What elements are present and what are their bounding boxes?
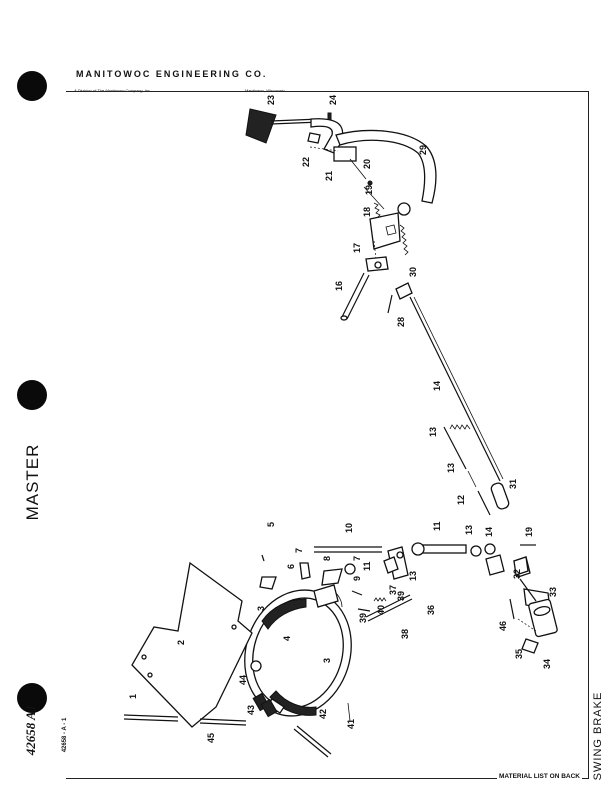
callout-42: 42: [318, 709, 328, 719]
brake-band: [244, 584, 352, 717]
callout-22: 18: [362, 207, 372, 217]
callout-3-right: 3: [322, 658, 332, 663]
callout-28-lower: 28: [396, 317, 406, 327]
callout-15: 12: [456, 495, 466, 505]
callout-21: 17: [352, 243, 362, 253]
mounting-plate-and-bolts: [123, 561, 351, 758]
callout-33: 33: [548, 587, 558, 597]
city-note: Manitowoc, Wisconsin: [245, 88, 285, 93]
callout-43: 43: [246, 705, 256, 715]
operating-rod-group: [409, 296, 510, 516]
page-title: SWING BRAKE: [592, 691, 604, 781]
callout-31: 31: [508, 479, 518, 489]
cylinder-assembly: [509, 556, 558, 654]
brake-pedal-assembly: [245, 108, 437, 219]
bracket-and-levers: [340, 212, 413, 321]
company-name: MANITOWOC ENGINEERING CO.: [76, 69, 268, 79]
callout-4: 4: [282, 636, 292, 641]
callout-11: 11: [362, 561, 372, 571]
callout-5: 5: [266, 522, 276, 527]
callout-46: 46: [498, 621, 508, 631]
callout-19: 19: [524, 527, 534, 537]
callout-17: 13: [428, 427, 438, 437]
callout-8: 8: [322, 556, 332, 561]
callout-16: 13: [446, 463, 456, 473]
callout-45: 45: [206, 733, 216, 743]
callout-41: 41: [346, 719, 356, 729]
callout-32: 32: [512, 569, 522, 579]
exploded-parts-diagram: 23 24 22 21 20 19 18 29 17 16 30 28 14 1…: [123, 95, 558, 758]
callout-39-upper: 39: [396, 591, 406, 601]
callout-23: 19: [364, 185, 374, 195]
callout-26: 22: [301, 157, 311, 167]
callout-34: 34: [542, 659, 552, 669]
callout-18: 14: [432, 381, 442, 391]
callout-38: 38: [400, 629, 410, 639]
callout-27: 23: [266, 95, 276, 105]
callout-9: 9: [352, 576, 362, 581]
callout-13-right: 13: [464, 525, 474, 535]
punch-hole-bottom: [17, 683, 47, 713]
division-note: A Division of The Manitowoc Company, Inc…: [74, 88, 151, 93]
master-stamp: MASTER: [23, 443, 42, 521]
callout-39-lower: 39: [358, 613, 368, 623]
punch-hole-middle: [17, 380, 47, 410]
callout-40: 40: [376, 605, 386, 615]
callout-44: 44: [238, 675, 248, 685]
drawing-frame: [66, 91, 589, 779]
callout-35: 35: [514, 649, 524, 659]
callout-25: 21: [324, 171, 334, 181]
callout-3-left: 3: [256, 606, 266, 611]
callout-30: 30: [408, 267, 418, 277]
callout-36: 36: [426, 605, 436, 615]
callout-labels: 23 24 22 21 20 19 18 29 17 16 30 28 14 1…: [128, 95, 558, 743]
handwritten-number: 42658 A1: [23, 704, 38, 756]
callout-7-left: 7: [294, 548, 304, 553]
callout-37: 37: [388, 585, 398, 595]
callout-13-left: 13: [408, 571, 418, 581]
callout-28-top: 24: [328, 95, 338, 105]
callout-29: 29: [418, 145, 428, 155]
callout-12: 11: [432, 521, 442, 531]
material-list-note: MATERIAL LIST ON BACK: [497, 773, 583, 780]
callout-10: 10: [344, 523, 354, 533]
callout-14: 14: [484, 527, 494, 537]
punch-hole-top: [17, 71, 47, 101]
callout-24: 20: [362, 159, 372, 169]
callout-2: 2: [176, 640, 186, 645]
callout-7-right: 7: [352, 556, 362, 561]
callout-20: 16: [334, 281, 344, 291]
callout-6: 6: [286, 564, 296, 569]
callout-1: 1: [128, 694, 138, 699]
